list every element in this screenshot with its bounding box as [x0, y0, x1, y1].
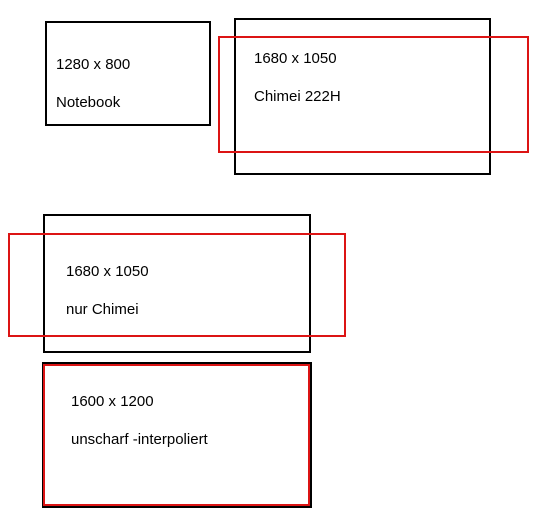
notebook-resolution-label: 1280 x 800: [56, 56, 131, 73]
nur-chimei-resolution-label: 1680 x 1050: [66, 263, 149, 280]
interpolated-overlay-box: [43, 364, 310, 506]
notebook-name-label: Notebook: [56, 94, 121, 111]
interpolated-resolution-label: 1600 x 1200: [71, 393, 154, 410]
chimei-222h-resolution-label: 1680 x 1050: [254, 50, 337, 67]
chimei-222h-screen-box: [234, 18, 491, 175]
nur-chimei-screen-box: [43, 214, 311, 353]
interpolated-name-label: unscharf -interpoliert: [71, 431, 208, 448]
notebook-screen-box: [45, 21, 211, 126]
chimei-222h-overlay-box: [218, 36, 529, 153]
chimei-222h-name-label: Chimei 222H: [254, 88, 341, 105]
nur-chimei-name-label: nur Chimei: [66, 301, 139, 318]
nur-chimei-overlay-box: [8, 233, 346, 337]
